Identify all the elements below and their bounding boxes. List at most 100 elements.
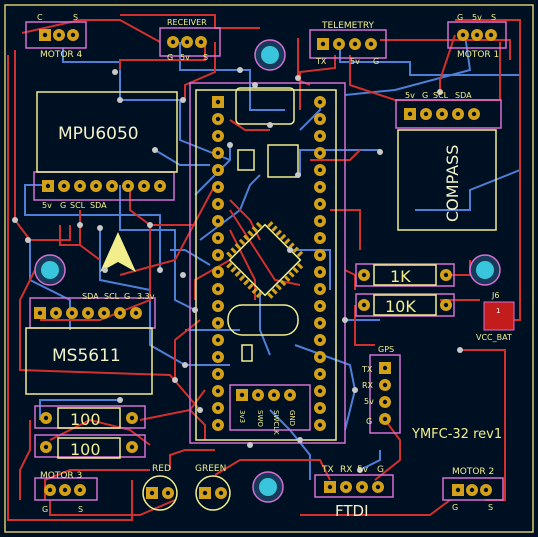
mcu-left-pad-pin-8-drill	[215, 218, 221, 224]
compass-pin-sda: SDA	[455, 91, 472, 100]
res-10k-courtyard	[355, 293, 455, 317]
mcu-right-pad-pin-8-drill	[317, 218, 323, 224]
vias	[12, 67, 463, 473]
mpu-pad-pin-2-drill	[61, 183, 67, 189]
swd-pin-3v3: 3v3	[238, 410, 246, 423]
compass-pin-5v: 5v	[405, 91, 415, 100]
mcu-left-pad-pin-11-drill	[215, 269, 221, 275]
swd-pin-swo: SWO	[256, 410, 264, 427]
mpu-pin-scl: SCL	[70, 201, 86, 210]
motor4-pad-pin-2-drill	[56, 32, 62, 38]
mcu-left-pad-pin-17-drill	[215, 371, 221, 377]
mcu-left-pad-pin-14-drill	[215, 320, 221, 326]
res-1k-pad-2-drill	[443, 272, 449, 278]
motor2-pad-pin-1-drill	[455, 487, 461, 493]
mcu-right-pad-pin-7-drill	[317, 201, 323, 207]
compass-label: COMPASS	[443, 145, 462, 222]
motor2-pad-pin-2-drill	[469, 487, 475, 493]
mcu-left-pad-pin-15-drill	[215, 337, 221, 343]
baro-pad-pin-2-drill	[53, 310, 59, 316]
mcu-left-pad-pin-20-drill	[215, 422, 221, 428]
mcu-left-pad-pin-10-drill	[215, 252, 221, 258]
usb-outline	[235, 87, 295, 125]
mcu-left-pad-pin-4-drill	[215, 150, 221, 156]
mcu-right-pad-pin-1-drill	[317, 99, 323, 105]
compass-pin-g: G	[422, 91, 428, 100]
board-title: YMFC-32 rev1	[411, 427, 502, 442]
mpu-pad-pin-7-drill	[141, 183, 147, 189]
led-green-pad-1-drill	[202, 490, 208, 496]
telemetry-pin-5v: 5v	[350, 57, 360, 66]
swd-pad-pin-2-drill	[255, 392, 261, 398]
motor1-pad-pin-3-drill	[488, 32, 494, 38]
ftdi-pad-pin-4-drill	[375, 484, 381, 490]
mcu-right-pad-pin-12-drill	[317, 286, 323, 292]
silkscreen-text: MOTOR 4 C S RECEIVER G 5v S TELEMETRY TX…	[37, 13, 512, 520]
baro-pad-pin-3-drill	[69, 310, 75, 316]
mcu-right-pad-pin-9-drill	[317, 235, 323, 241]
res-10k-body	[373, 294, 437, 316]
receiver-pin-s: S	[203, 53, 208, 62]
swd-courtyard	[229, 384, 311, 431]
compass-pad-pin-3-drill	[439, 111, 445, 117]
motor3-pad-pin-2-drill	[62, 487, 68, 493]
j6-pad	[483, 301, 515, 331]
motor3-courtyard	[34, 477, 98, 501]
gps-courtyard	[369, 354, 401, 434]
res-100b-body	[57, 437, 121, 459]
swd-pad-pin-1-drill	[239, 392, 245, 398]
mcu-right-pad-pin-15-drill	[317, 337, 323, 343]
mcu-left-pad-pin-19-drill	[215, 405, 221, 411]
res-10k-pad-1-drill	[361, 302, 367, 308]
res-100b-label: 100	[70, 440, 101, 459]
res-100a-label: 100	[70, 410, 101, 429]
res-100b-pad-1-drill	[43, 444, 49, 450]
swd-pad-pin-4-drill	[287, 392, 293, 398]
res-1k-courtyard	[355, 263, 455, 287]
ftdi-label: FTDI	[335, 502, 369, 520]
res-100a-pad-1-drill	[43, 415, 49, 421]
ftdi-pad-pin-2-drill	[343, 484, 349, 490]
compass-outline	[397, 129, 497, 231]
ftdi-pin-tx: TX	[321, 465, 334, 475]
motor1-pin-5v: 5v	[472, 13, 482, 22]
compass-pad-pin-4-drill	[455, 111, 461, 117]
baro-pad-pin-4-drill	[85, 310, 91, 316]
gps-pad-pin-3-drill	[382, 399, 388, 405]
led-red-label: RED	[152, 464, 171, 474]
swd-pad-pin-3-drill	[271, 392, 277, 398]
mpu-label: MPU6050	[58, 124, 139, 144]
mcu-right-pad-pin-3-drill	[317, 133, 323, 139]
gps-pin-tx: TX	[361, 365, 373, 374]
gps-pin-rx: RX	[362, 381, 374, 390]
led-red-pad-2-drill	[165, 490, 171, 496]
telemetry-courtyard	[309, 29, 387, 59]
smd-part-1	[237, 149, 255, 171]
motor2-label: MOTOR 2	[452, 467, 494, 477]
motor4-courtyard	[25, 21, 87, 49]
ftdi-pin-rx: RX	[340, 465, 352, 475]
mcu-right-pad-pin-2-drill	[317, 116, 323, 122]
button-outline	[267, 144, 299, 178]
mounting-holes	[34, 39, 501, 503]
gps-pad-pin-1-drill	[382, 365, 388, 371]
telemetry-pad-pin-4-drill	[368, 41, 374, 47]
res-1k-label: 1K	[390, 267, 411, 286]
telemetry-pad-pin-3-drill	[352, 41, 358, 47]
baro-pin-scl: SCL	[104, 292, 120, 301]
baro-pin-33v: 3.3v	[137, 292, 155, 301]
res-100b-pad-2-drill	[129, 444, 135, 450]
direction-arrow-icon	[100, 232, 136, 272]
motor4-pin-s: S	[73, 13, 78, 22]
ftdi-pad-pin-1-drill	[327, 484, 333, 490]
mcu-left-pad-pin-6-drill	[215, 184, 221, 190]
mcu-left-pad-pin-3-drill	[215, 133, 221, 139]
mpu-pin-sda: SDA	[90, 201, 107, 210]
mcu-right-pad-pin-6-drill	[317, 184, 323, 190]
res-100a-pad-2-drill	[129, 415, 135, 421]
gps-pad-pin-4-drill	[382, 416, 388, 422]
receiver-pad-pin-3-drill	[198, 39, 204, 45]
res-10k-pad-2-drill	[443, 302, 449, 308]
mcu-outline	[195, 89, 337, 441]
mcu-left-pad-pin-2-drill	[215, 116, 221, 122]
